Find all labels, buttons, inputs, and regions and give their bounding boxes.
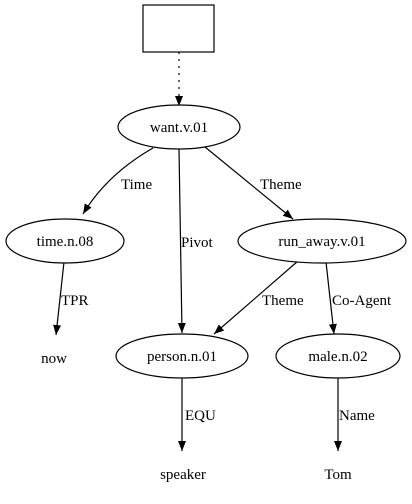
node-box	[142, 4, 215, 53]
edge-want-run	[204, 146, 294, 220]
node-male-shape	[275, 333, 401, 379]
node-time-shape	[5, 218, 125, 264]
node-speaker-label: speaker	[160, 467, 206, 483]
node-want-label: want.v.01	[150, 120, 208, 136]
node-run-shape	[237, 218, 407, 264]
node-run-label: run_away.v.01	[278, 234, 365, 250]
edge-time-now	[53, 261, 65, 336]
node-male-label: male.n.02	[308, 349, 367, 365]
edge-label-equ: EQU	[185, 408, 216, 424]
node-want-shape	[117, 104, 241, 150]
edge-label-co-agent: Co-Agent	[332, 293, 392, 309]
edge-want-time	[82, 147, 154, 215]
node-tom-label: Tom	[324, 467, 352, 483]
edge-run-male	[325, 261, 337, 335]
node-time-label: time.n.08	[37, 234, 94, 250]
edge-label-pivot: Pivot	[181, 235, 214, 251]
node-now-label: now	[41, 351, 67, 367]
edge-run-person	[213, 260, 299, 335]
edge-want-person	[177, 148, 186, 334]
edge-label-theme-2: Theme	[262, 293, 304, 309]
edge-label-time: Time	[121, 177, 152, 193]
edge-label-theme-1: Theme	[260, 177, 302, 193]
node-person-shape	[115, 333, 249, 379]
edge-label-tpr: TPR	[61, 293, 89, 309]
node-person-label: person.n.01	[147, 349, 217, 365]
edge-label-name: Name	[339, 408, 375, 424]
